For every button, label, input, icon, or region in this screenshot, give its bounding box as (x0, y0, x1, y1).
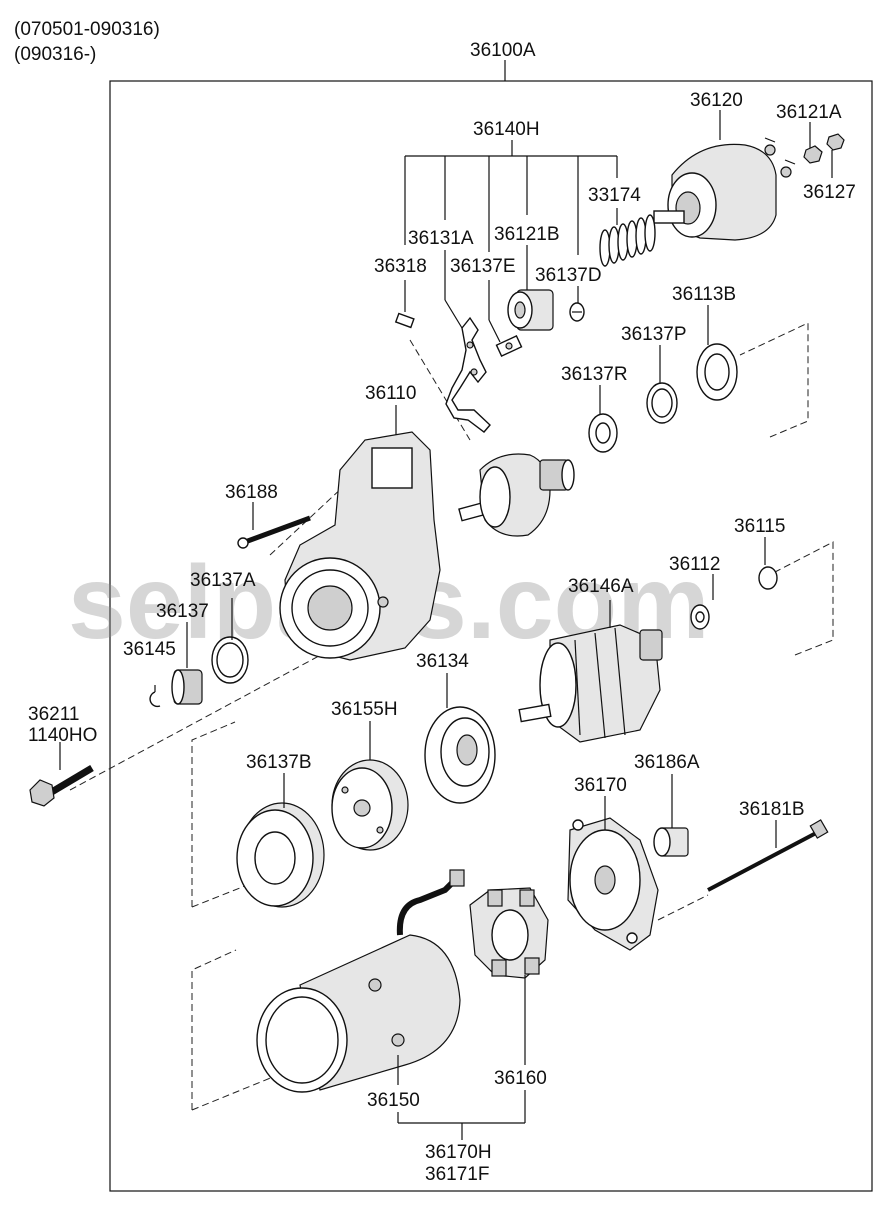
label-36121A: 36121A (776, 102, 842, 123)
bracket-36140H (404, 140, 618, 255)
label-36188: 36188 (225, 482, 278, 503)
label-33174: 33174 (588, 185, 641, 206)
label-36137: 36137 (156, 601, 209, 622)
ring-gear-36137B (236, 802, 325, 908)
plate-36134 (424, 706, 496, 804)
label-1140HO: 1140HO (28, 725, 97, 746)
carrier-36155H (331, 759, 409, 851)
label-36171F: 36171F (425, 1164, 489, 1185)
block-36137E (495, 334, 523, 358)
label-36137A: 36137A (190, 570, 256, 591)
armature-36146A (518, 624, 663, 743)
leaders-upper (252, 110, 833, 530)
brush-holder-36160 (469, 887, 549, 979)
label-36121B: 36121B (494, 224, 560, 245)
label-36170H: 36170H (425, 1142, 492, 1163)
lever-36131A (445, 316, 491, 433)
label-36137B: 36137B (246, 752, 312, 773)
washer-36137R (588, 413, 618, 453)
bolt-36188 (237, 515, 311, 549)
label-36127: 36127 (803, 182, 856, 203)
label-36146A: 36146A (568, 576, 634, 597)
label-36100A: 36100A (470, 40, 536, 61)
pin-36137D (569, 302, 585, 322)
label-36155H: 36155H (331, 699, 398, 720)
housing-36110 (279, 431, 441, 661)
assembly-frame (109, 80, 873, 1192)
gear-shaft (458, 453, 575, 537)
snap-ring-36115 (758, 566, 778, 590)
bolt-36181B (707, 819, 829, 892)
spring-33174 (599, 214, 656, 267)
bushing-36186A (653, 827, 689, 857)
label-36140H: 36140H (473, 119, 540, 140)
plunger-36121B (507, 289, 554, 331)
label-36131A: 36131A (408, 228, 474, 249)
label-36137D: 36137D (535, 265, 602, 286)
clip-36145 (149, 691, 161, 708)
label-36137P: 36137P (621, 324, 687, 345)
end-frame-36170 (567, 817, 659, 951)
leaders-lower (59, 537, 777, 1140)
nut-36121A (803, 145, 823, 164)
label-36115: 36115 (734, 516, 785, 537)
label-36170: 36170 (574, 775, 627, 796)
pin-36318 (394, 312, 415, 329)
label-36160: 36160 (494, 1068, 547, 1089)
label-36211: 36211 (28, 704, 79, 725)
label-36186A: 36186A (634, 752, 700, 773)
date-range-1: (070501-090316) (14, 19, 160, 40)
nut-36127 (826, 133, 845, 151)
washer-36137P (646, 382, 678, 424)
solenoid-36120 (653, 137, 796, 241)
bolt-36211 (29, 764, 94, 807)
label-36120: 36120 (690, 90, 743, 111)
date-range-2: (090316-) (14, 44, 97, 65)
washer-36113B (696, 343, 738, 401)
label-36134: 36134 (416, 651, 469, 672)
label-36150: 36150 (367, 1090, 420, 1111)
label-36113B: 36113B (672, 284, 736, 305)
label-36181B: 36181B (739, 799, 805, 820)
label-36110: 36110 (365, 383, 416, 404)
label-36137R: 36137R (561, 364, 628, 385)
yoke-36150 (256, 869, 465, 1093)
label-36137E: 36137E (450, 256, 516, 277)
label-36112: 36112 (669, 554, 720, 575)
label-36145: 36145 (123, 639, 176, 660)
washer-36137A (211, 636, 249, 684)
pinion-36137 (171, 669, 203, 705)
label-36318: 36318 (374, 256, 427, 277)
washer-36112 (690, 604, 710, 630)
